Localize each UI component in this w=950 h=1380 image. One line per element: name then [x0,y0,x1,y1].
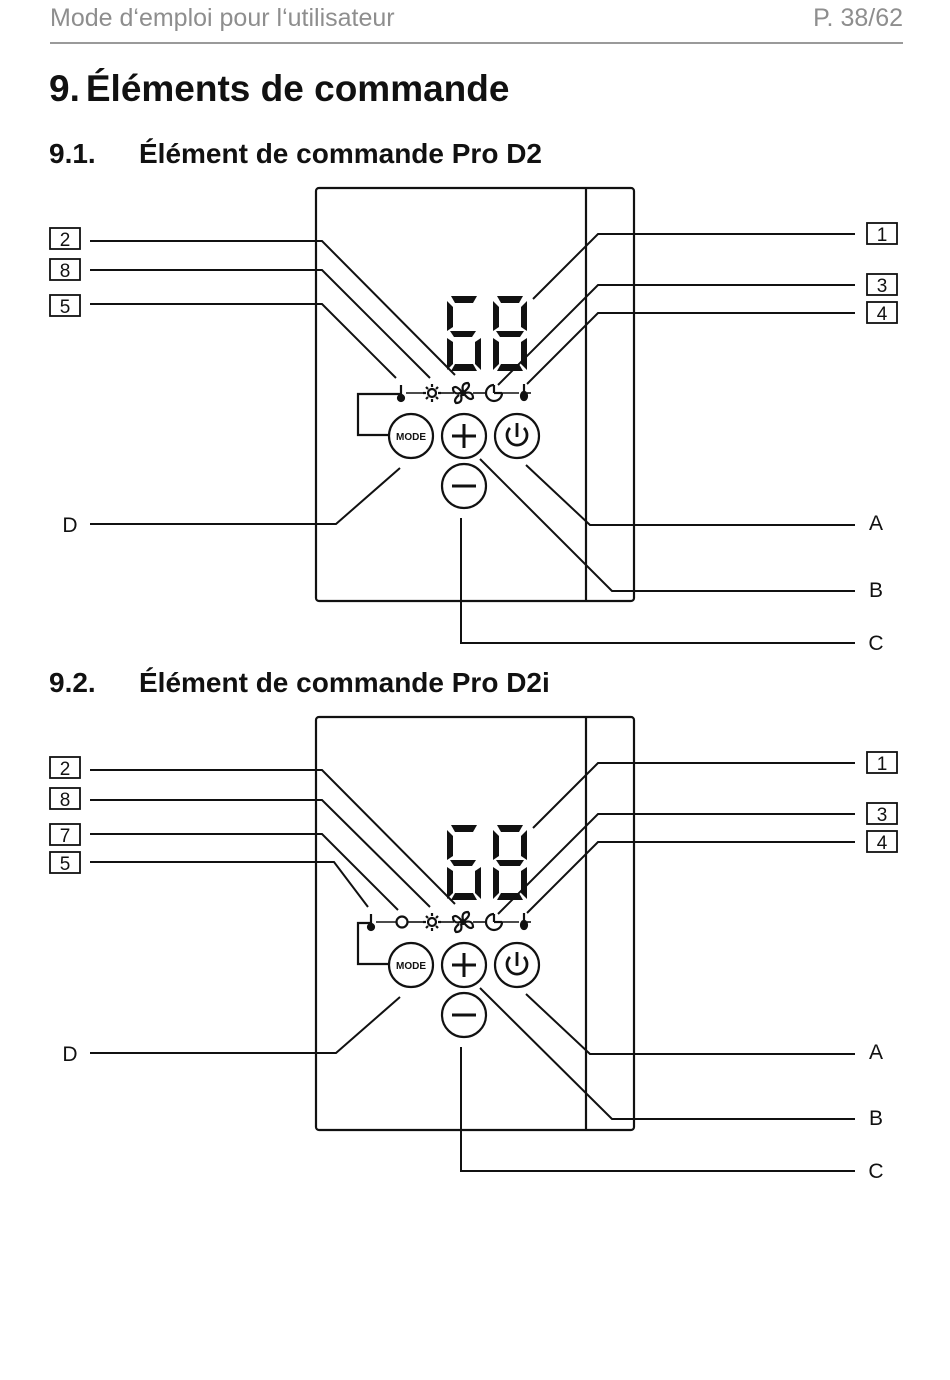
mode-button-label: MODE [396,432,426,443]
document-title: Mode d‘emploi pour l‘utilisateur [50,4,395,32]
callout-line-C [460,518,855,644]
callout-line-B [479,987,855,1120]
plus-button [440,941,488,989]
callout-line-3 [497,284,855,386]
minus-button [440,462,488,510]
letter-label-B: B [869,1107,883,1130]
mode-bracket [356,392,401,437]
hygrometer-icon [519,384,529,402]
circle-indicator-icon [395,915,409,929]
power-button [493,412,541,460]
callout-line-8 [90,799,431,908]
letter-label-A: A [869,1041,883,1064]
seven-segment-display [447,296,527,371]
device-outline [314,186,636,603]
callout-line-A [525,464,855,526]
letter-label-D: D [62,1043,77,1066]
callout-box [866,273,898,296]
chapter-number: 9. [49,68,80,109]
callout-number: 1 [877,754,888,775]
chapter-heading: 9.Éléments de commande [49,68,509,110]
callout-number: 8 [60,790,71,811]
callout-box [49,227,81,250]
section-title: Élément de commande Pro D2 [139,138,543,169]
plus-button [440,412,488,460]
figure-pro-d2i: MODE 2 8 7 5 1 3 4 D A B C [0,709,950,1199]
callout-number: 2 [60,759,71,780]
callout-box [49,294,81,317]
callout-number: 3 [877,276,888,297]
fan-icon [451,381,475,405]
letter-label-A: A [869,512,883,535]
section-title: Élément de commande Pro D2i [139,667,550,698]
callout-number: 4 [877,833,888,854]
timer-icon [484,383,504,403]
mode-bracket [356,921,389,966]
seven-segment-display [447,825,527,900]
section-number: 9.2. [49,667,96,698]
callout-line-2 [90,769,456,905]
chapter-title: Éléments de commande [85,68,510,109]
figure-pro-d2: 68 MODE 2 8 5 1 3 4 D A B C [0,180,950,670]
callout-line-3 [497,813,855,915]
callout-number: 5 [60,297,71,318]
callout-line-8 [90,269,431,379]
callout-number: 4 [877,304,888,325]
callout-number: 7 [60,826,71,847]
timer-icon [484,912,504,932]
callout-line-5 [90,861,369,908]
callout-number: 2 [60,230,71,251]
callout-line-4 [526,841,855,914]
callout-line-5 [90,303,397,379]
callout-line-D [90,996,401,1054]
callout-box [866,802,898,825]
callout-line-A [525,993,855,1055]
sun-icon [423,384,441,402]
section-heading-2: 9.2. Élément de commande Pro D2i [49,667,550,699]
letter-label-D: D [62,514,77,537]
callout-line-7 [90,833,399,911]
callout-number: 5 [60,854,71,875]
callout-box [866,301,898,324]
callout-number: 1 [877,225,888,246]
section-heading-1: 9.1. Élément de commande Pro D2 [49,138,542,170]
sun-icon [423,913,441,931]
device-outline [314,715,636,1132]
mode-button-label: MODE [396,961,426,972]
callout-line-2 [90,240,456,376]
callout-number: 3 [877,805,888,826]
callout-box [49,851,81,874]
letter-label-C: C [868,632,883,655]
callout-box [49,823,81,846]
callout-line-B [479,458,855,592]
letter-label-C: C [868,1160,883,1183]
callout-box [866,830,898,853]
callout-line-1 [532,762,855,829]
callout-box [49,787,81,810]
callout-line-C [460,1047,855,1172]
mode-button [387,412,435,460]
section-number: 9.1. [49,138,96,169]
page-header: Mode d‘emploi pour l‘utilisateur P. 38/6… [50,0,903,44]
hygrometer-icon [519,913,529,931]
callout-box [49,756,81,779]
callout-box [866,751,898,774]
callout-line-D [90,467,401,525]
callout-number: 8 [60,261,71,282]
callout-line-1 [532,233,855,300]
minus-button [440,991,488,1039]
letter-label-B: B [869,579,883,602]
callout-box [49,258,81,281]
callout-box [866,222,898,245]
page-number: P. 38/62 [813,4,903,32]
power-button [493,941,541,989]
callout-line-4 [526,312,855,385]
fan-icon [451,910,475,934]
mode-button [387,941,435,989]
